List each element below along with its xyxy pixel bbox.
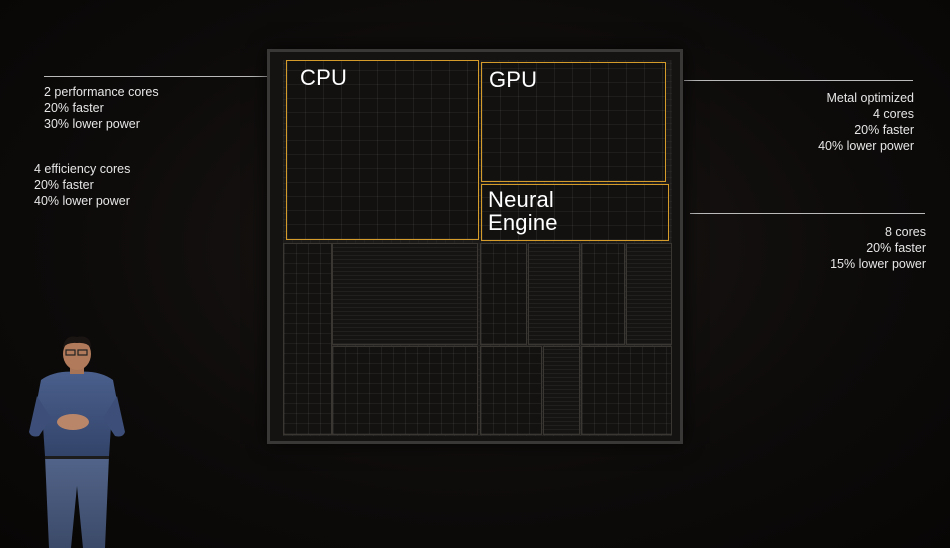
die-block (480, 243, 527, 345)
die-block (581, 243, 625, 345)
cpu-label: CPU (300, 65, 348, 90)
die-block (581, 346, 672, 435)
die-block (332, 243, 478, 345)
cpu-region (286, 60, 479, 240)
neural-engine-spec-line: 15% lower power (830, 257, 926, 271)
cpu-efficiency-specs: 4 efficiency cores 20% faster 40% lower … (34, 161, 130, 209)
cpu-performance-spec-line: 30% lower power (44, 117, 140, 131)
neural-engine-label: Neural Engine (488, 188, 558, 234)
presenter-left-arm (29, 396, 51, 437)
cpu-performance-specs: 2 performance cores 20% faster 30% lower… (44, 84, 159, 132)
presenter (29, 336, 125, 548)
neural-engine-label-line: Neural (488, 187, 555, 212)
die-block (528, 243, 580, 345)
cpu-performance-leader-line (44, 76, 274, 77)
presenter-head (63, 338, 91, 370)
die-block (332, 346, 478, 435)
gpu-specs: Metal optimized 4 cores 20% faster 40% l… (818, 90, 914, 154)
gpu-region (481, 62, 666, 182)
presenter-shirt (33, 371, 121, 456)
presenter-jeans (45, 456, 109, 548)
gpu-spec-line: Metal optimized (826, 91, 914, 105)
die-block (480, 346, 542, 435)
cpu-efficiency-spec-line: 4 efficiency cores (34, 162, 131, 176)
gpu-spec-line: 20% faster (854, 123, 914, 137)
neural-engine-region (481, 184, 669, 241)
cpu-efficiency-spec-line: 20% faster (34, 178, 94, 192)
cpu-performance-spec-line: 20% faster (44, 101, 104, 115)
gpu-label: GPU (489, 67, 538, 92)
neural-engine-specs: 8 cores 20% faster 15% lower power (830, 224, 926, 272)
die-block (543, 346, 580, 435)
presenter-right-arm (103, 396, 125, 437)
neural-engine-spec-line: 20% faster (866, 241, 926, 255)
presenter-hands (57, 414, 89, 430)
presenter-glasses (65, 349, 76, 356)
neural-engine-leader-line (690, 213, 925, 214)
die-block (283, 243, 332, 435)
cpu-efficiency-spec-line: 40% lower power (34, 194, 130, 208)
presenter-hair (63, 336, 91, 348)
neural-engine-label-line: Engine (488, 210, 558, 235)
die-block (626, 243, 672, 345)
gpu-spec-line: 4 cores (873, 107, 914, 121)
gpu-spec-line: 40% lower power (818, 139, 914, 153)
cpu-performance-spec-line: 2 performance cores (44, 85, 159, 99)
gpu-leader-line (684, 80, 913, 81)
neural-engine-spec-line: 8 cores (885, 225, 926, 239)
